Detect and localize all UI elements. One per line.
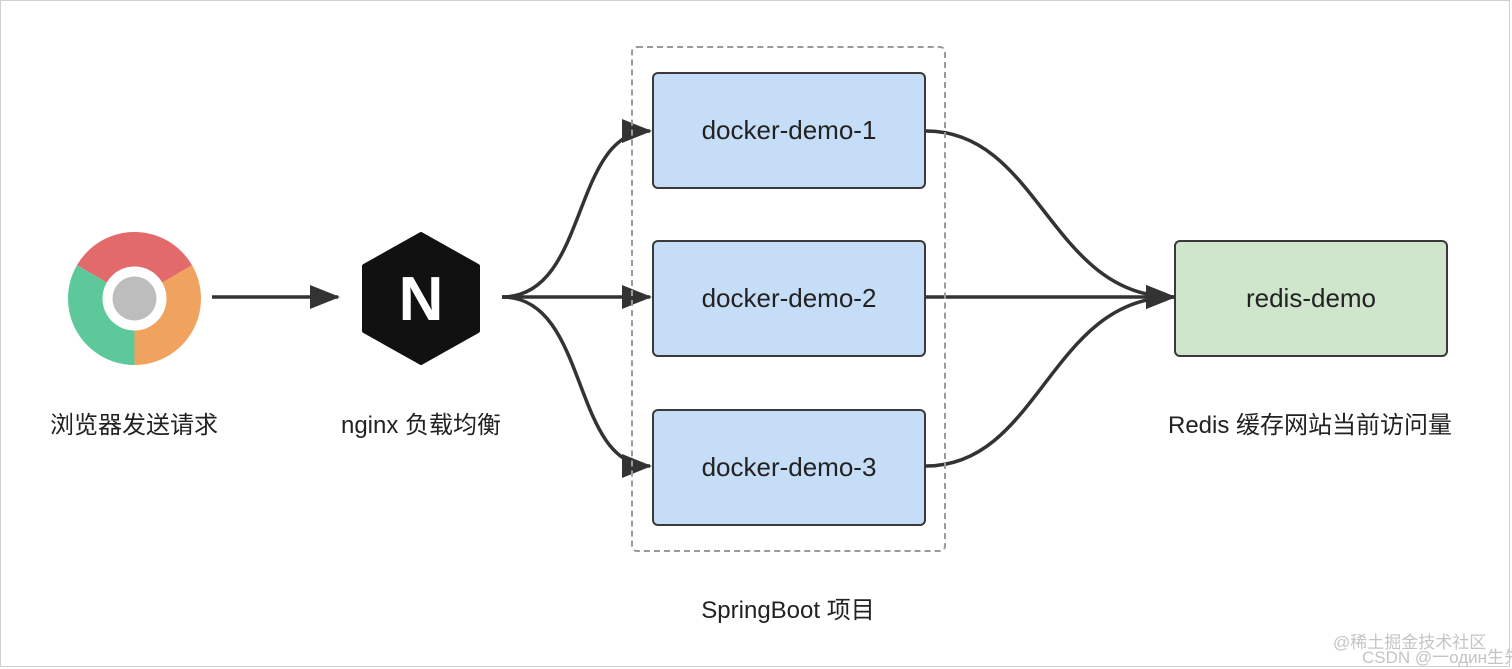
watermark-line-1: @稀土掘金技术社区: [1333, 633, 1487, 652]
redis-label: redis-demo: [1245, 283, 1377, 313]
springboot-group: [631, 46, 946, 552]
app-box-docker-demo-3: docker-demo-3: [652, 409, 926, 526]
app-box-docker-demo-1: docker-demo-1: [652, 72, 926, 189]
edge-app3-to-redis: [925, 285, 1176, 468]
app-label: docker-demo-3: [701, 452, 877, 482]
browser-label: 浏览器发送请求: [50, 412, 218, 439]
springboot-group-label: SpringBoot 项目: [701, 597, 875, 624]
app-label: docker-demo-1: [701, 115, 877, 145]
redis-caption: Redis 缓存网站当前访问量: [1167, 412, 1453, 439]
nginx-letter: N: [399, 265, 444, 334]
edge-app1-to-redis: [925, 129, 1176, 309]
nginx-label: nginx 负载均衡: [340, 412, 502, 439]
edge-nginx-to-app3: [501, 295, 652, 478]
app-label: docker-demo-2: [701, 283, 877, 313]
nginx-icon: N: [362, 232, 480, 365]
app-box-docker-demo-2: docker-demo-2: [652, 240, 926, 357]
chrome-icon: [68, 232, 201, 365]
watermark-line-2: CSDN @一один生先: [1362, 648, 1512, 667]
edge-nginx-to-app1: [501, 119, 652, 299]
redis-box: redis-demo: [1174, 240, 1448, 357]
